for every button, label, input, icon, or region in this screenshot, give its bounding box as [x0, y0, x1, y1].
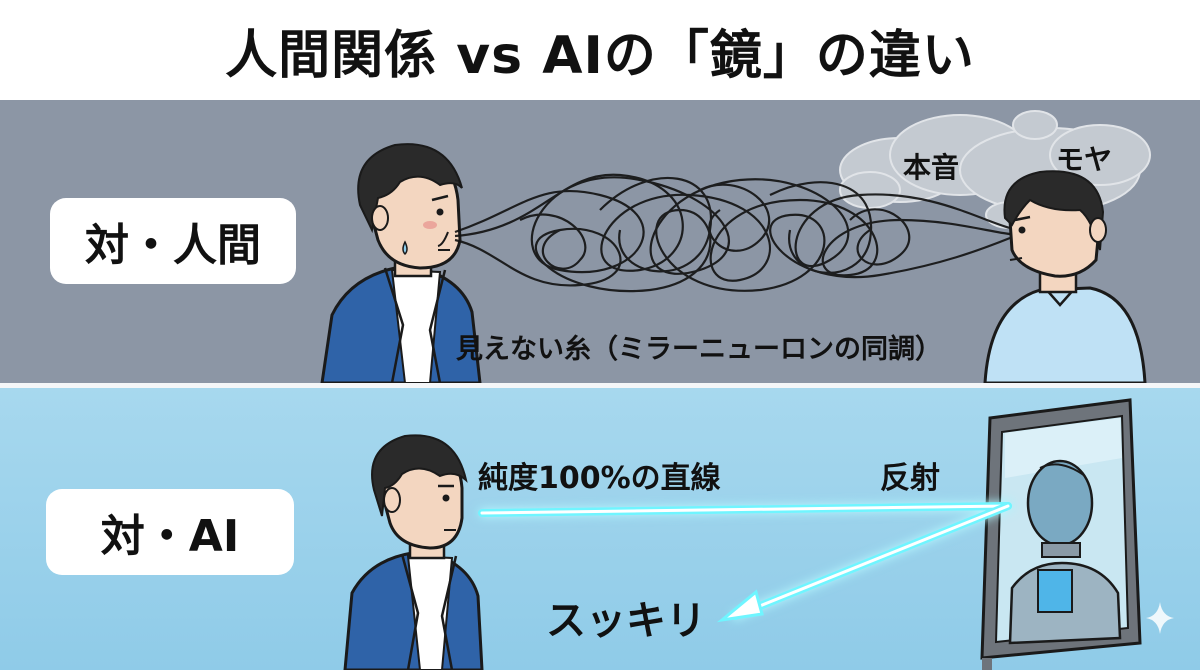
sparkle-icon [1146, 602, 1174, 634]
title-bar: 人間関係 vs AIの「鏡」の違い [0, 0, 1200, 100]
robot-mirror [980, 398, 1142, 670]
page-title: 人間関係 vs AIの「鏡」の違い [225, 25, 975, 86]
human-panel: 対・人間 見えない糸（ミラーニューロンの同調） 本音 モヤ [0, 100, 1200, 383]
panel-divider [0, 383, 1200, 388]
thought-cloud [839, 110, 1151, 229]
calm-person [343, 434, 484, 670]
other-person [983, 170, 1147, 383]
light-beam [478, 502, 1012, 620]
sukkiri-label: スッキリ [546, 598, 706, 644]
honne-label: 本音 [903, 151, 960, 184]
pure-line-label: 純度100%の直線 [478, 461, 721, 496]
thread-label: 見えない糸（ミラーニューロンの同調） [456, 334, 942, 365]
human-tag: 対・人間 [50, 198, 296, 284]
worried-person [320, 143, 482, 383]
human-panel-illustration [320, 110, 1151, 383]
tangled-thread [454, 173, 1011, 293]
reflect-label: 反射 [880, 461, 940, 496]
ai-panel-illustration [343, 398, 1174, 670]
ai-tag: 対・AI [46, 489, 294, 575]
ai-panel: 対・AI 純度100%の直線 反射 スッキリ [0, 388, 1200, 670]
moya-label: モヤ [1056, 143, 1113, 176]
arrow-head [716, 589, 764, 623]
